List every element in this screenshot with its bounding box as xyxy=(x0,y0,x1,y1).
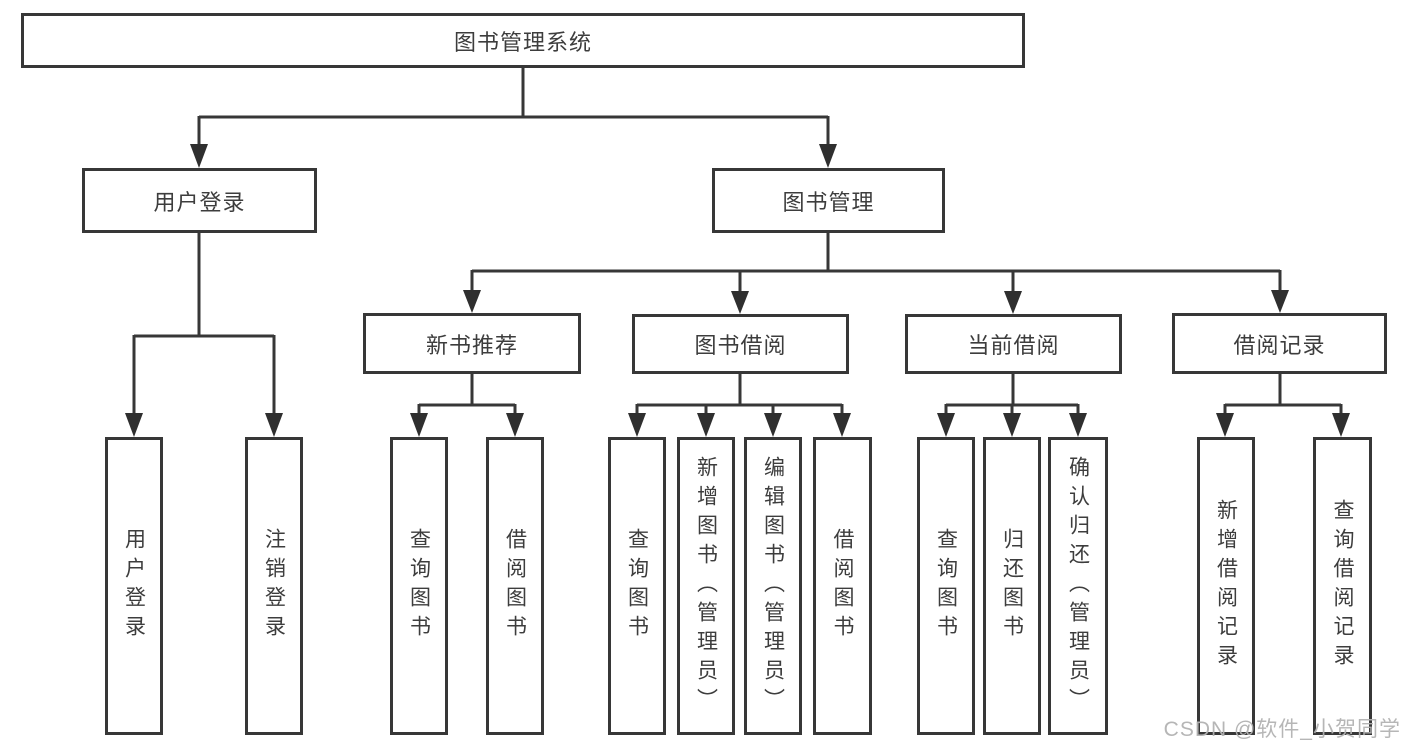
node-leaf-logout: 注销登录 xyxy=(245,437,303,735)
node-leaf-query-book-2: 查询图书 xyxy=(608,437,666,735)
node-label: 借阅图书 xyxy=(831,528,854,644)
node-leaf-query-book-3: 查询图书 xyxy=(917,437,975,735)
node-leaf-edit-book-admin: 编辑图书（管理员） xyxy=(744,437,802,735)
node-borrowing-records: 借阅记录 xyxy=(1172,313,1387,374)
node-label: 借阅图书 xyxy=(503,528,527,644)
node-book-management: 图书管理 xyxy=(712,168,945,233)
node-leaf-add-borrow-record: 新增借阅记录 xyxy=(1197,437,1255,735)
node-leaf-confirm-return-admin: 确认归还（管理员） xyxy=(1048,437,1108,735)
node-leaf-borrow-book-1: 借阅图书 xyxy=(486,437,544,735)
node-label: 用户登录 xyxy=(122,528,146,644)
node-label: 查询图书 xyxy=(407,528,431,644)
arrowheads xyxy=(125,144,1350,437)
node-leaf-query-book-1: 查询图书 xyxy=(390,437,448,735)
node-new-book-recommend: 新书推荐 xyxy=(363,313,581,374)
node-label: 新增图书（管理员） xyxy=(694,455,718,717)
node-label: 图书管理系统 xyxy=(453,29,592,55)
node-leaf-return-book: 归还图书 xyxy=(983,437,1041,735)
node-label: 借阅记录 xyxy=(1233,332,1326,358)
node-label: 注销登录 xyxy=(262,528,286,644)
node-leaf-query-borrow-record: 查询借阅记录 xyxy=(1313,437,1372,735)
node-book-borrowing: 图书借阅 xyxy=(632,314,849,374)
node-label: 确认归还（管理员） xyxy=(1066,455,1090,717)
node-label: 编辑图书（管理员） xyxy=(761,455,785,717)
node-current-borrowing: 当前借阅 xyxy=(905,314,1122,374)
node-leaf-user-login: 用户登录 xyxy=(105,437,163,735)
node-root-library-system: 图书管理系统 xyxy=(21,13,1025,68)
node-label: 查询图书 xyxy=(625,528,649,644)
node-label: 用户登录 xyxy=(153,189,246,215)
node-leaf-add-book-admin: 新增图书（管理员） xyxy=(677,437,735,735)
node-label: 图书管理 xyxy=(782,189,875,215)
node-label: 归还图书 xyxy=(1000,528,1024,644)
node-label: 新书推荐 xyxy=(425,332,518,358)
node-label: 查询借阅记录 xyxy=(1331,499,1354,673)
node-label: 图书借阅 xyxy=(694,333,787,358)
node-label: 查询图书 xyxy=(934,528,958,644)
node-leaf-borrow-book-2: 借阅图书 xyxy=(813,437,872,735)
node-label: 当前借阅 xyxy=(967,333,1060,358)
node-user-login: 用户登录 xyxy=(82,168,317,233)
node-label: 新增借阅记录 xyxy=(1214,499,1238,673)
csdn-watermark: CSDN @软件_小贺同学 xyxy=(1163,718,1401,741)
